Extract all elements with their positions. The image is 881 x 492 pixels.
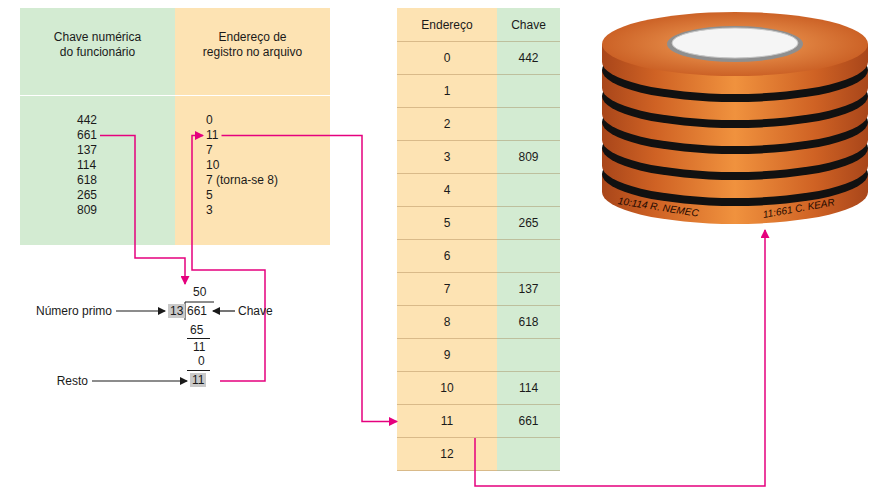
- address-text: 5: [206, 188, 213, 203]
- address-cell: 11: [203, 128, 221, 143]
- address-text: 7: [206, 143, 213, 158]
- table-row: 8618: [397, 306, 560, 339]
- key-text: 265: [497, 207, 560, 240]
- address-cell: 0: [203, 113, 216, 128]
- address-text: 12: [397, 438, 497, 471]
- division-number: 0: [198, 354, 205, 368]
- highlighted-number: 13: [168, 304, 185, 318]
- key-text: 265: [77, 188, 97, 203]
- header-cell: Chave numérica do funcionário: [20, 8, 175, 95]
- key-cell: 114: [74, 158, 99, 173]
- address-text: 7: [397, 273, 497, 306]
- division-number: 11: [193, 340, 205, 354]
- table-row: 2: [397, 108, 560, 141]
- division-number: 50: [193, 285, 206, 299]
- address-text: 3: [206, 203, 213, 218]
- connector-arrow: [192, 136, 265, 382]
- address-text: 11: [397, 405, 497, 438]
- division-number: 661: [187, 304, 207, 318]
- header-cell: Endereço de registro no arquivo: [175, 8, 330, 95]
- key-text: 442: [497, 42, 560, 75]
- address-text: 10: [397, 372, 497, 405]
- address-cell: 7: [203, 143, 216, 158]
- address-text: 9: [397, 339, 497, 372]
- address-text: 11: [206, 128, 218, 143]
- address-cell: 5: [203, 188, 216, 203]
- table-row: 11661: [397, 405, 560, 438]
- key-text: 137: [77, 143, 97, 158]
- address-text: 10: [206, 158, 219, 173]
- division: 50136616511011: [160, 284, 220, 394]
- address-text: 6: [397, 240, 497, 273]
- leader-arrow: [92, 380, 187, 381]
- address-text: 8: [397, 306, 497, 339]
- address-text: 1: [397, 75, 497, 108]
- key-column-panel: [20, 95, 175, 245]
- key-text: 618: [497, 306, 560, 339]
- table-row: 7137: [397, 273, 560, 306]
- address-cell: 3: [203, 203, 216, 218]
- address-text: 4: [397, 174, 497, 207]
- key-cell: 265: [74, 188, 100, 203]
- leader-arrow: [213, 310, 235, 311]
- disk: 10:114 R. NEMEC11:661 C. KEAR: [598, 8, 873, 230]
- pointer-label: Número primo: [36, 304, 112, 318]
- column-header: Chave: [497, 8, 560, 42]
- table-row: 1: [397, 75, 560, 108]
- leader-arrow: [116, 310, 165, 311]
- key-text: 809: [497, 141, 560, 174]
- key-cell: 137: [74, 143, 100, 158]
- key-text: 809: [77, 203, 97, 218]
- key-text: 114: [77, 158, 96, 173]
- table-row: 0442: [397, 42, 560, 75]
- key-text: 661: [77, 128, 97, 143]
- table-row: 4: [397, 174, 560, 207]
- pointer-label: Resto: [57, 374, 88, 388]
- division-number: 65: [190, 323, 203, 337]
- table-header-row: EndereçoChave: [397, 8, 560, 42]
- pointer-label: Chave: [238, 304, 273, 318]
- address-text: 7 (torna-se 8): [206, 173, 278, 188]
- address-text: 0: [397, 42, 497, 75]
- column-header: Endereço: [397, 8, 497, 42]
- address-text: 2: [397, 108, 497, 141]
- header-text: Chave numérica do funcionário: [48, 30, 148, 60]
- key-cell: 809: [74, 203, 100, 218]
- table-row: 12: [397, 438, 560, 471]
- key-text: 114: [497, 372, 560, 405]
- key-text: 661: [497, 405, 560, 438]
- address-text: 5: [397, 207, 497, 240]
- address-column-panel: [175, 95, 330, 245]
- highlighted-number: 11: [190, 373, 206, 387]
- key-cell: 442: [74, 113, 100, 128]
- key-cell: 661: [74, 128, 100, 143]
- address-text: 3: [397, 141, 497, 174]
- table-row: 9: [397, 339, 560, 372]
- header-text: Endereço de registro no arquivo: [203, 30, 303, 60]
- address-text: 0: [206, 113, 213, 128]
- table-row: 6: [397, 240, 560, 273]
- key-cell: 618: [74, 173, 100, 188]
- address-cell: 7 (torna-se 8): [203, 173, 281, 188]
- connector-arrow: [100, 136, 185, 285]
- key-text: 442: [77, 113, 97, 128]
- key-text: 618: [77, 173, 97, 188]
- table-row: 3809: [397, 141, 560, 174]
- table-row: 5265: [397, 207, 560, 240]
- table-row: 10114: [397, 372, 560, 405]
- key-text: 137: [497, 273, 560, 306]
- address-cell: 10: [203, 158, 222, 173]
